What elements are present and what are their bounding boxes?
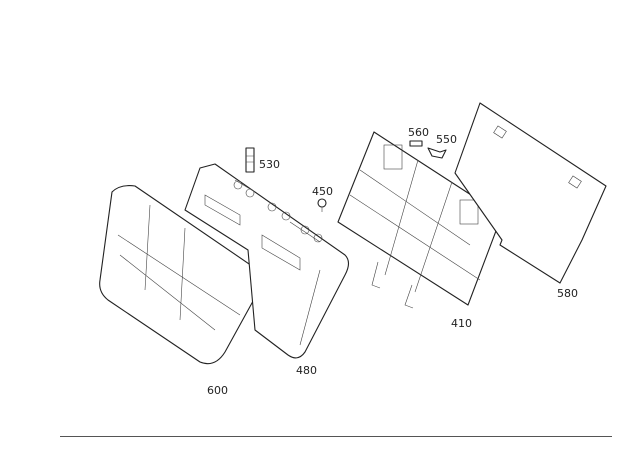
callout-410: 410: [451, 317, 472, 330]
callout-530: 530: [259, 158, 280, 171]
part-580-panel[interactable]: [454, 102, 607, 284]
part-450-screw[interactable]: [317, 198, 327, 212]
part-530-guide[interactable]: [245, 147, 255, 173]
callout-450: 450: [312, 185, 333, 198]
part-600-cover[interactable]: [99, 185, 262, 365]
part-560-bolt[interactable]: [409, 140, 423, 147]
part-550-latch[interactable]: [427, 147, 447, 159]
callout-580: 580: [557, 287, 578, 300]
callout-600: 600: [207, 384, 228, 397]
callout-560: 560: [408, 126, 429, 139]
callout-480: 480: [296, 364, 317, 377]
bottom-divider: [60, 436, 612, 437]
part-410-frame[interactable]: [337, 131, 503, 309]
callout-550: 550: [436, 133, 457, 146]
part-480-padding[interactable]: [184, 163, 350, 359]
